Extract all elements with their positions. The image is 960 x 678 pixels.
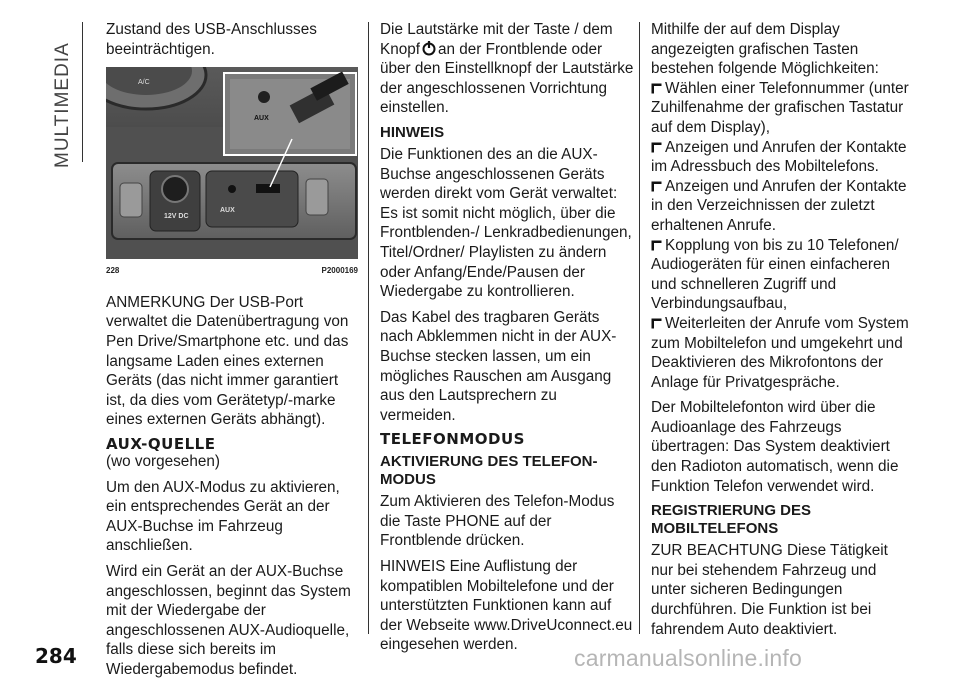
aktivierung-paragraph-1: Zum Aktivieren des Telefon-Modus die Tas… [380, 493, 615, 550]
label-aux-bottom: AUX [220, 207, 235, 215]
options-intro: Mithilfe der auf dem Display angezeigten… [651, 21, 879, 78]
options-list: Wählen einer Telefonnummer (unter Zuhilf… [651, 79, 913, 393]
column-separator [368, 22, 369, 634]
column-2: Die Lautstärke mit der Taste / dem Knopf… [380, 20, 636, 661]
page-number: 284 [35, 644, 77, 668]
usb-aux-figure: A/C AUX 12V DC AUX [106, 67, 358, 260]
aux-subheading: (wo vorgesehen) [106, 452, 220, 470]
aux-paragraph-1: Um den AUX-Modus zu aktivieren, ein ents… [106, 478, 340, 555]
aux-heading: AUX-QUELLE [106, 434, 216, 453]
aktivierung-paragraph-2: HINWEIS Eine Auflistung der kompatiblen … [380, 558, 633, 654]
figure-number: 228 [106, 266, 120, 276]
checkbox-bullet-icon [651, 181, 662, 192]
list-item: Wählen einer Telefonnummer (unter Zuhilf… [651, 79, 909, 136]
intro-text: Zustand des USB-Anschlusses beeinträchti… [106, 21, 317, 58]
watermark: carmanualsonline.info [574, 645, 802, 671]
usb-note: ANMERKUNG Der USB-Port verwaltet die Dat… [106, 293, 349, 429]
label-aux-top: AUX [254, 115, 269, 123]
label-12v-dc: 12V DC [164, 213, 189, 221]
registrierung-heading: REGISTRIERUNG DES MOBILTELEFONS [651, 502, 812, 538]
hinweis-paragraph-1: Die Funktionen des an die AUX-Buchse ang… [380, 145, 632, 301]
hinweis-paragraph-2: Das Kabel des tragbaren Geräts nach Abkl… [380, 308, 617, 424]
checkbox-bullet-icon [651, 83, 662, 94]
aktivierung-heading: AKTIVIERUNG DES TELEFON-MODUS [380, 453, 598, 489]
column-separator [639, 22, 640, 634]
list-item: Weiterleiten der Anrufe vom System zum M… [651, 314, 909, 391]
figure-caption: 228 P2000169 [106, 261, 358, 281]
list-item: Anzeigen und Anrufen der Kontakte im Adr… [651, 138, 907, 176]
volume-paragraph: Die Lautstärke mit der Taste / dem Knopf… [380, 21, 634, 117]
figure-code: P2000169 [321, 266, 358, 276]
list-item: Anzeigen und Anrufen der Kontakte in den… [651, 177, 907, 234]
dashboard-photo [106, 67, 358, 260]
power-volume-knob-icon [422, 40, 436, 56]
registrierung-paragraph: ZUR BEACHTUNG Diese Tätigkeit nur bei st… [651, 542, 888, 638]
side-rule [82, 22, 83, 162]
aux-paragraph-2: Wird ein Gerät an der AUX-Buchse angesch… [106, 562, 351, 678]
label-ac: A/C [138, 79, 150, 87]
list-item: Kopplung von bis zu 10 Telefonen/ Audiog… [651, 236, 899, 313]
column-3: Mithilfe der auf dem Display angezeigten… [651, 20, 913, 645]
column-1: Zustand des USB-Anschlusses beeinträchti… [106, 20, 360, 678]
tone-paragraph: Der Mobiltelefonton wird über die Audioa… [651, 399, 899, 495]
checkbox-bullet-icon [651, 318, 662, 329]
telefon-heading: TELEFONMODUS [380, 430, 525, 449]
hinweis-heading: HINWEIS [380, 123, 445, 141]
checkbox-bullet-icon [651, 142, 662, 153]
checkbox-bullet-icon [651, 240, 662, 251]
